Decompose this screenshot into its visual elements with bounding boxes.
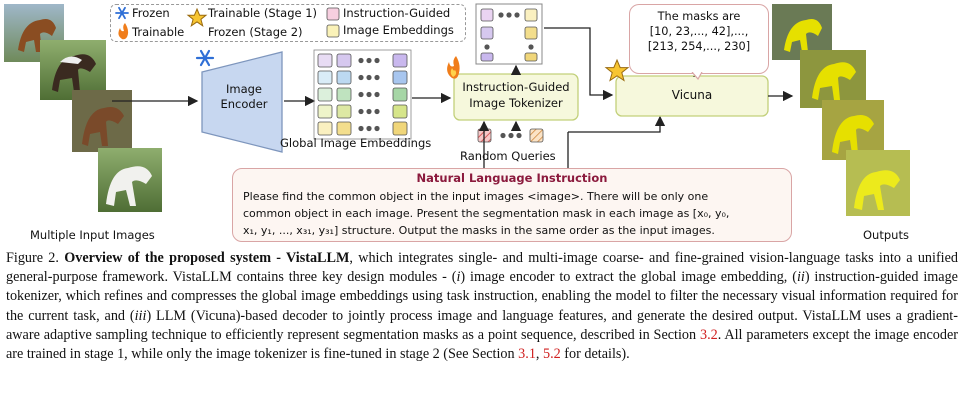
global-embeddings-label: Global Image Embeddings [280, 136, 432, 150]
embedding-token [392, 70, 408, 85]
ellipsis-dot [484, 44, 490, 50]
outputs-label: Outputs [863, 228, 909, 242]
ellipsis-dot [374, 57, 380, 64]
output-token [480, 52, 494, 62]
tokenizer-label-1: Instruction-Guided [462, 80, 570, 94]
embeddings-frame [313, 49, 412, 140]
embedding-token [336, 104, 352, 119]
nli-line-2: common object in each image. Present the… [243, 207, 730, 220]
star-icon [604, 58, 630, 82]
snowflake-icon [195, 49, 215, 67]
masks-output-bubble: The masks are [10, 23,..., 42],..., [213… [629, 4, 769, 74]
embedding-token [317, 104, 333, 119]
image-encoder-block [201, 51, 283, 153]
nli-body: Please find the common object in the inp… [243, 188, 783, 239]
ellipsis-dot [366, 74, 372, 81]
architecture-diagram: Frozen Trainable Trainable (Stage 1) Fro… [4, 3, 910, 242]
embedding-token [317, 121, 333, 136]
ellipsis-dot [374, 74, 380, 81]
legend-instruction-guided: Instruction-Guided [343, 6, 451, 20]
random-query-token [529, 128, 544, 143]
nli-title: Natural Language Instruction [416, 171, 608, 185]
nli-line-1: Please find the common object in the inp… [243, 190, 709, 203]
masks-line-3: [213, 254,..., 230] [647, 40, 751, 53]
ellipsis-dot [374, 125, 380, 132]
ellipsis-dot [374, 108, 380, 115]
output-token [524, 26, 538, 40]
global-embeddings-grid [313, 49, 412, 140]
input-image-1 [4, 4, 64, 62]
output-token [480, 26, 494, 40]
ellipsis-dot [528, 44, 534, 50]
output-token [524, 52, 538, 62]
encoder-label-2: Encoder [220, 97, 268, 111]
figure-caption: Figure 2. Overview of the proposed syste… [6, 250, 959, 363]
legend-swatch-embeddings [326, 24, 340, 38]
ellipsis-dot [366, 91, 372, 98]
ellipsis-dot [358, 108, 364, 115]
tokenizer-label-2: Image Tokenizer [469, 96, 563, 110]
embedding-token [392, 121, 408, 136]
embedding-token [336, 87, 352, 102]
masks-line-2: [10, 23,..., 42],..., [649, 25, 749, 38]
legend-trainable: Trainable [132, 25, 185, 39]
embedding-token [317, 70, 333, 85]
output-image-2 [800, 50, 866, 108]
ellipsis-dot [514, 12, 520, 18]
random-queries-label: Random Queries [460, 149, 556, 163]
embedding-token [392, 104, 408, 119]
ellipsis-dot [366, 125, 372, 132]
nli-line-3: x₁, y₁, ..., x₃₁, y₃₁] structure. Output… [243, 224, 715, 237]
ellipsis-dot [366, 108, 372, 115]
ellipsis-dot [374, 91, 380, 98]
flame-icon [447, 56, 460, 79]
legend-flame-icon [118, 23, 129, 40]
output-image-1 [772, 4, 832, 60]
ellipsis-dot [516, 132, 522, 139]
ellipsis-dot [358, 74, 364, 81]
ellipsis-dot [358, 91, 364, 98]
output-token [524, 8, 538, 22]
embedding-token [336, 70, 352, 85]
legend-frozen: Frozen [132, 6, 170, 20]
ellipsis-dot [500, 132, 506, 139]
ellipsis-dot [508, 132, 514, 139]
legend-image-embeddings: Image Embeddings [343, 23, 454, 37]
embedding-token [336, 121, 352, 136]
ellipsis-dot [358, 57, 364, 64]
masks-line-1: The masks are [657, 10, 741, 23]
input-image-3 [72, 90, 132, 152]
legend-swatch-instruction [326, 7, 340, 21]
embedding-token [392, 53, 408, 68]
input-image-4 [98, 148, 162, 212]
embedding-token [317, 87, 333, 102]
ellipsis-dot [506, 12, 512, 18]
encoder-label-1: Image [225, 82, 263, 96]
embedding-token [336, 53, 352, 68]
ellipsis-dot [358, 125, 364, 132]
output-image-4 [846, 150, 910, 216]
legend-snowflake-icon [115, 6, 129, 20]
ellipsis-dot [366, 57, 372, 64]
natural-language-instruction-box: Natural Language Instruction Please find… [232, 168, 792, 242]
output-token [480, 8, 494, 22]
embedding-token [317, 53, 333, 68]
legend-trainable-stage1: Trainable (Stage 1) [208, 6, 318, 20]
legend-frozen-stage2: Frozen (Stage 2) [208, 25, 303, 39]
legend-box [110, 4, 466, 42]
vicuna-label: Vicuna [671, 88, 713, 102]
inputs-label: Multiple Input Images [30, 228, 155, 242]
embedding-token [392, 87, 408, 102]
legend-star-icon [186, 7, 208, 27]
ellipsis-dot [498, 12, 504, 18]
